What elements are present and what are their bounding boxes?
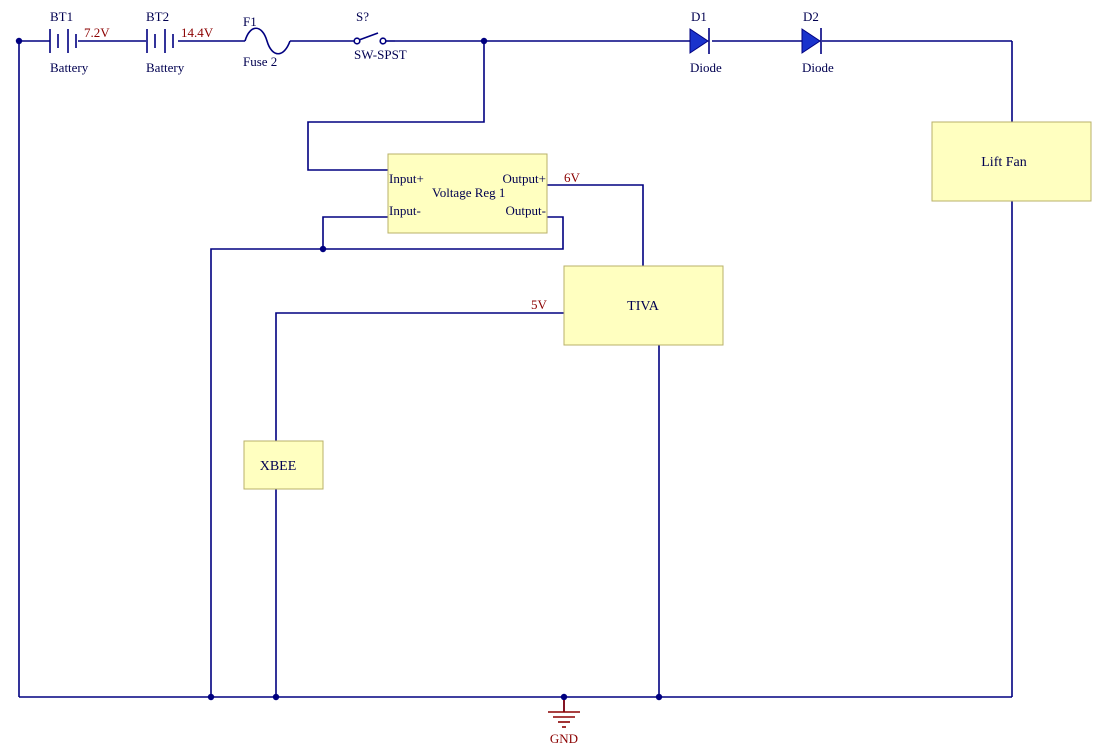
lift-fan-block[interactable]: Lift Fan [931,121,1092,202]
f1-type: Fuse 2 [243,54,277,69]
wire-vreg-input-plus [307,41,485,171]
diode-d1[interactable]: D1 Diode [689,9,722,75]
f1-ref: F1 [243,14,257,29]
junction-dot [15,37,23,45]
ground-icon [548,700,580,728]
lift-fan-label: Lift Fan [981,155,1027,170]
junction-dot [480,37,488,45]
net-label-6v: 6V [564,170,581,185]
fuse-icon [244,27,291,55]
junctions [15,37,663,701]
diode-icon [801,28,822,54]
tiva-label: TIVA [627,299,660,314]
wire-5v-to-xbee [275,312,564,441]
tiva-block[interactable]: TIVA [563,265,724,346]
voltage-regulator-block[interactable]: Input+ Input- Output+ Output- Voltage Re… [387,153,548,234]
fuse-f1[interactable]: F1 Fuse 2 [243,14,291,69]
switch-ref: S? [356,9,369,24]
diode-d2[interactable]: D2 Diode [801,9,834,75]
switch-type: SW-SPST [354,47,407,62]
diode-icon [689,28,710,54]
net-label-14v4: 14.4V [181,25,214,40]
battery-icon [49,29,77,53]
junction-dot [655,693,663,701]
d1-type: Diode [690,60,722,75]
bt1-ref: BT1 [50,9,73,24]
bt2-ref: BT2 [146,9,169,24]
voltage-regulator-label: Voltage Reg 1 [432,185,505,200]
junction-dot [207,693,215,701]
bt2-type: Battery [146,60,185,75]
ground-label: GND [550,731,578,746]
pin-input-plus: Input+ [389,171,424,186]
voltage-regulator-box [387,153,548,234]
switch-sw[interactable]: S? SW-SPST [320,9,407,62]
battery-icon [146,29,174,53]
xbee-block[interactable]: XBEE [243,440,324,490]
net-label-7v2: 7.2V [84,25,110,40]
junction-dot [272,693,280,701]
bt1-type: Battery [50,60,89,75]
wire-vreg-input-minus [322,216,388,249]
tiva-box [563,265,724,346]
ground-symbol[interactable]: GND [548,700,580,746]
junction-dot [560,693,568,701]
wire-6v-to-tiva [547,184,644,266]
wire-vreg-output-minus [210,216,564,697]
d2-type: Diode [802,60,834,75]
d1-ref: D1 [691,9,707,24]
switch-icon [320,32,395,45]
d2-ref: D2 [803,9,819,24]
junction-dot [319,245,327,253]
battery-bt1[interactable]: BT1 Battery 7.2V [49,9,110,75]
wires [18,40,1013,712]
pin-input-minus: Input- [389,203,421,218]
pin-output-plus: Output+ [503,171,546,186]
lift-fan-box [931,121,1092,202]
xbee-label: XBEE [260,459,297,474]
pin-output-minus: Output- [506,203,546,218]
xbee-box [243,440,324,490]
net-label-5v: 5V [531,297,548,312]
battery-bt2[interactable]: BT2 Battery 14.4V [146,9,214,75]
